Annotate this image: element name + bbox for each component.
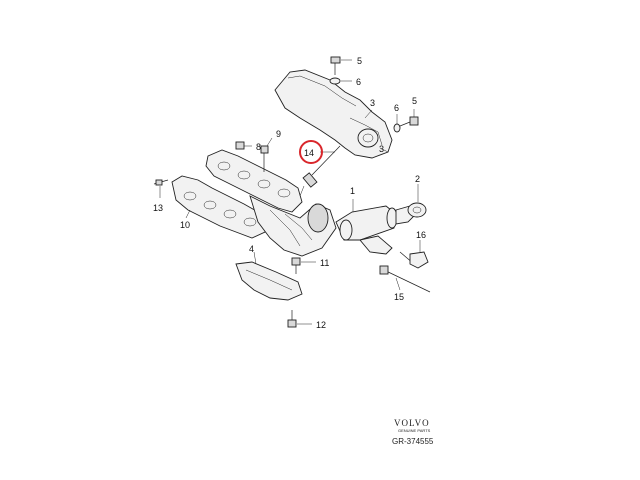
callout-5-right[interactable]: 5 <box>412 96 417 106</box>
bolt-11 <box>291 257 316 274</box>
bracket-16 <box>409 240 429 269</box>
manifold-catalyst-body <box>249 195 337 257</box>
volvo-logo: VOLVO GENUINE PARTS <box>394 418 454 433</box>
logo-text: VOLVO <box>394 418 430 428</box>
lower-heat-shield-part <box>235 251 303 301</box>
highlight-circle-14 <box>299 140 323 164</box>
callout-16[interactable]: 16 <box>416 230 426 240</box>
stud-13 <box>153 179 169 198</box>
bolt-5-right <box>399 109 419 127</box>
oxygen-sensor-14 <box>299 145 341 197</box>
callout-11[interactable]: 11 <box>320 258 329 268</box>
callout-15[interactable]: 15 <box>394 292 404 302</box>
heat-shield-part <box>274 69 393 159</box>
exhaust-manifold-flange <box>205 149 303 213</box>
washer-6-right <box>393 114 401 133</box>
callout-13[interactable]: 13 <box>153 203 163 213</box>
reference-code: GR-374555 <box>392 437 434 446</box>
callout-12[interactable]: 12 <box>316 320 326 330</box>
callout-14[interactable]: 14 <box>304 148 314 158</box>
bolt-9 <box>260 137 273 172</box>
callout-5-top[interactable]: 5 <box>357 56 362 66</box>
logo-subtext: GENUINE PARTS <box>398 428 431 433</box>
catalytic-converter-part <box>335 199 427 255</box>
washer-6-top <box>329 77 352 85</box>
callout-6-top[interactable]: 6 <box>356 77 361 87</box>
callout-4[interactable]: 4 <box>249 244 254 254</box>
callout-8[interactable]: 8 <box>256 142 261 152</box>
callout-10[interactable]: 10 <box>180 220 190 230</box>
bolt-5-top <box>330 56 352 75</box>
callout-2[interactable]: 2 <box>415 174 420 184</box>
callout-9[interactable]: 9 <box>276 129 281 139</box>
callout-6-right[interactable]: 6 <box>394 103 399 113</box>
nut-8 <box>235 141 252 150</box>
callout-3-lower[interactable]: 3 <box>379 144 384 154</box>
bolt-12 <box>287 310 312 328</box>
callout-3-upper[interactable]: 3 <box>370 98 375 108</box>
callout-1[interactable]: 1 <box>350 186 355 196</box>
